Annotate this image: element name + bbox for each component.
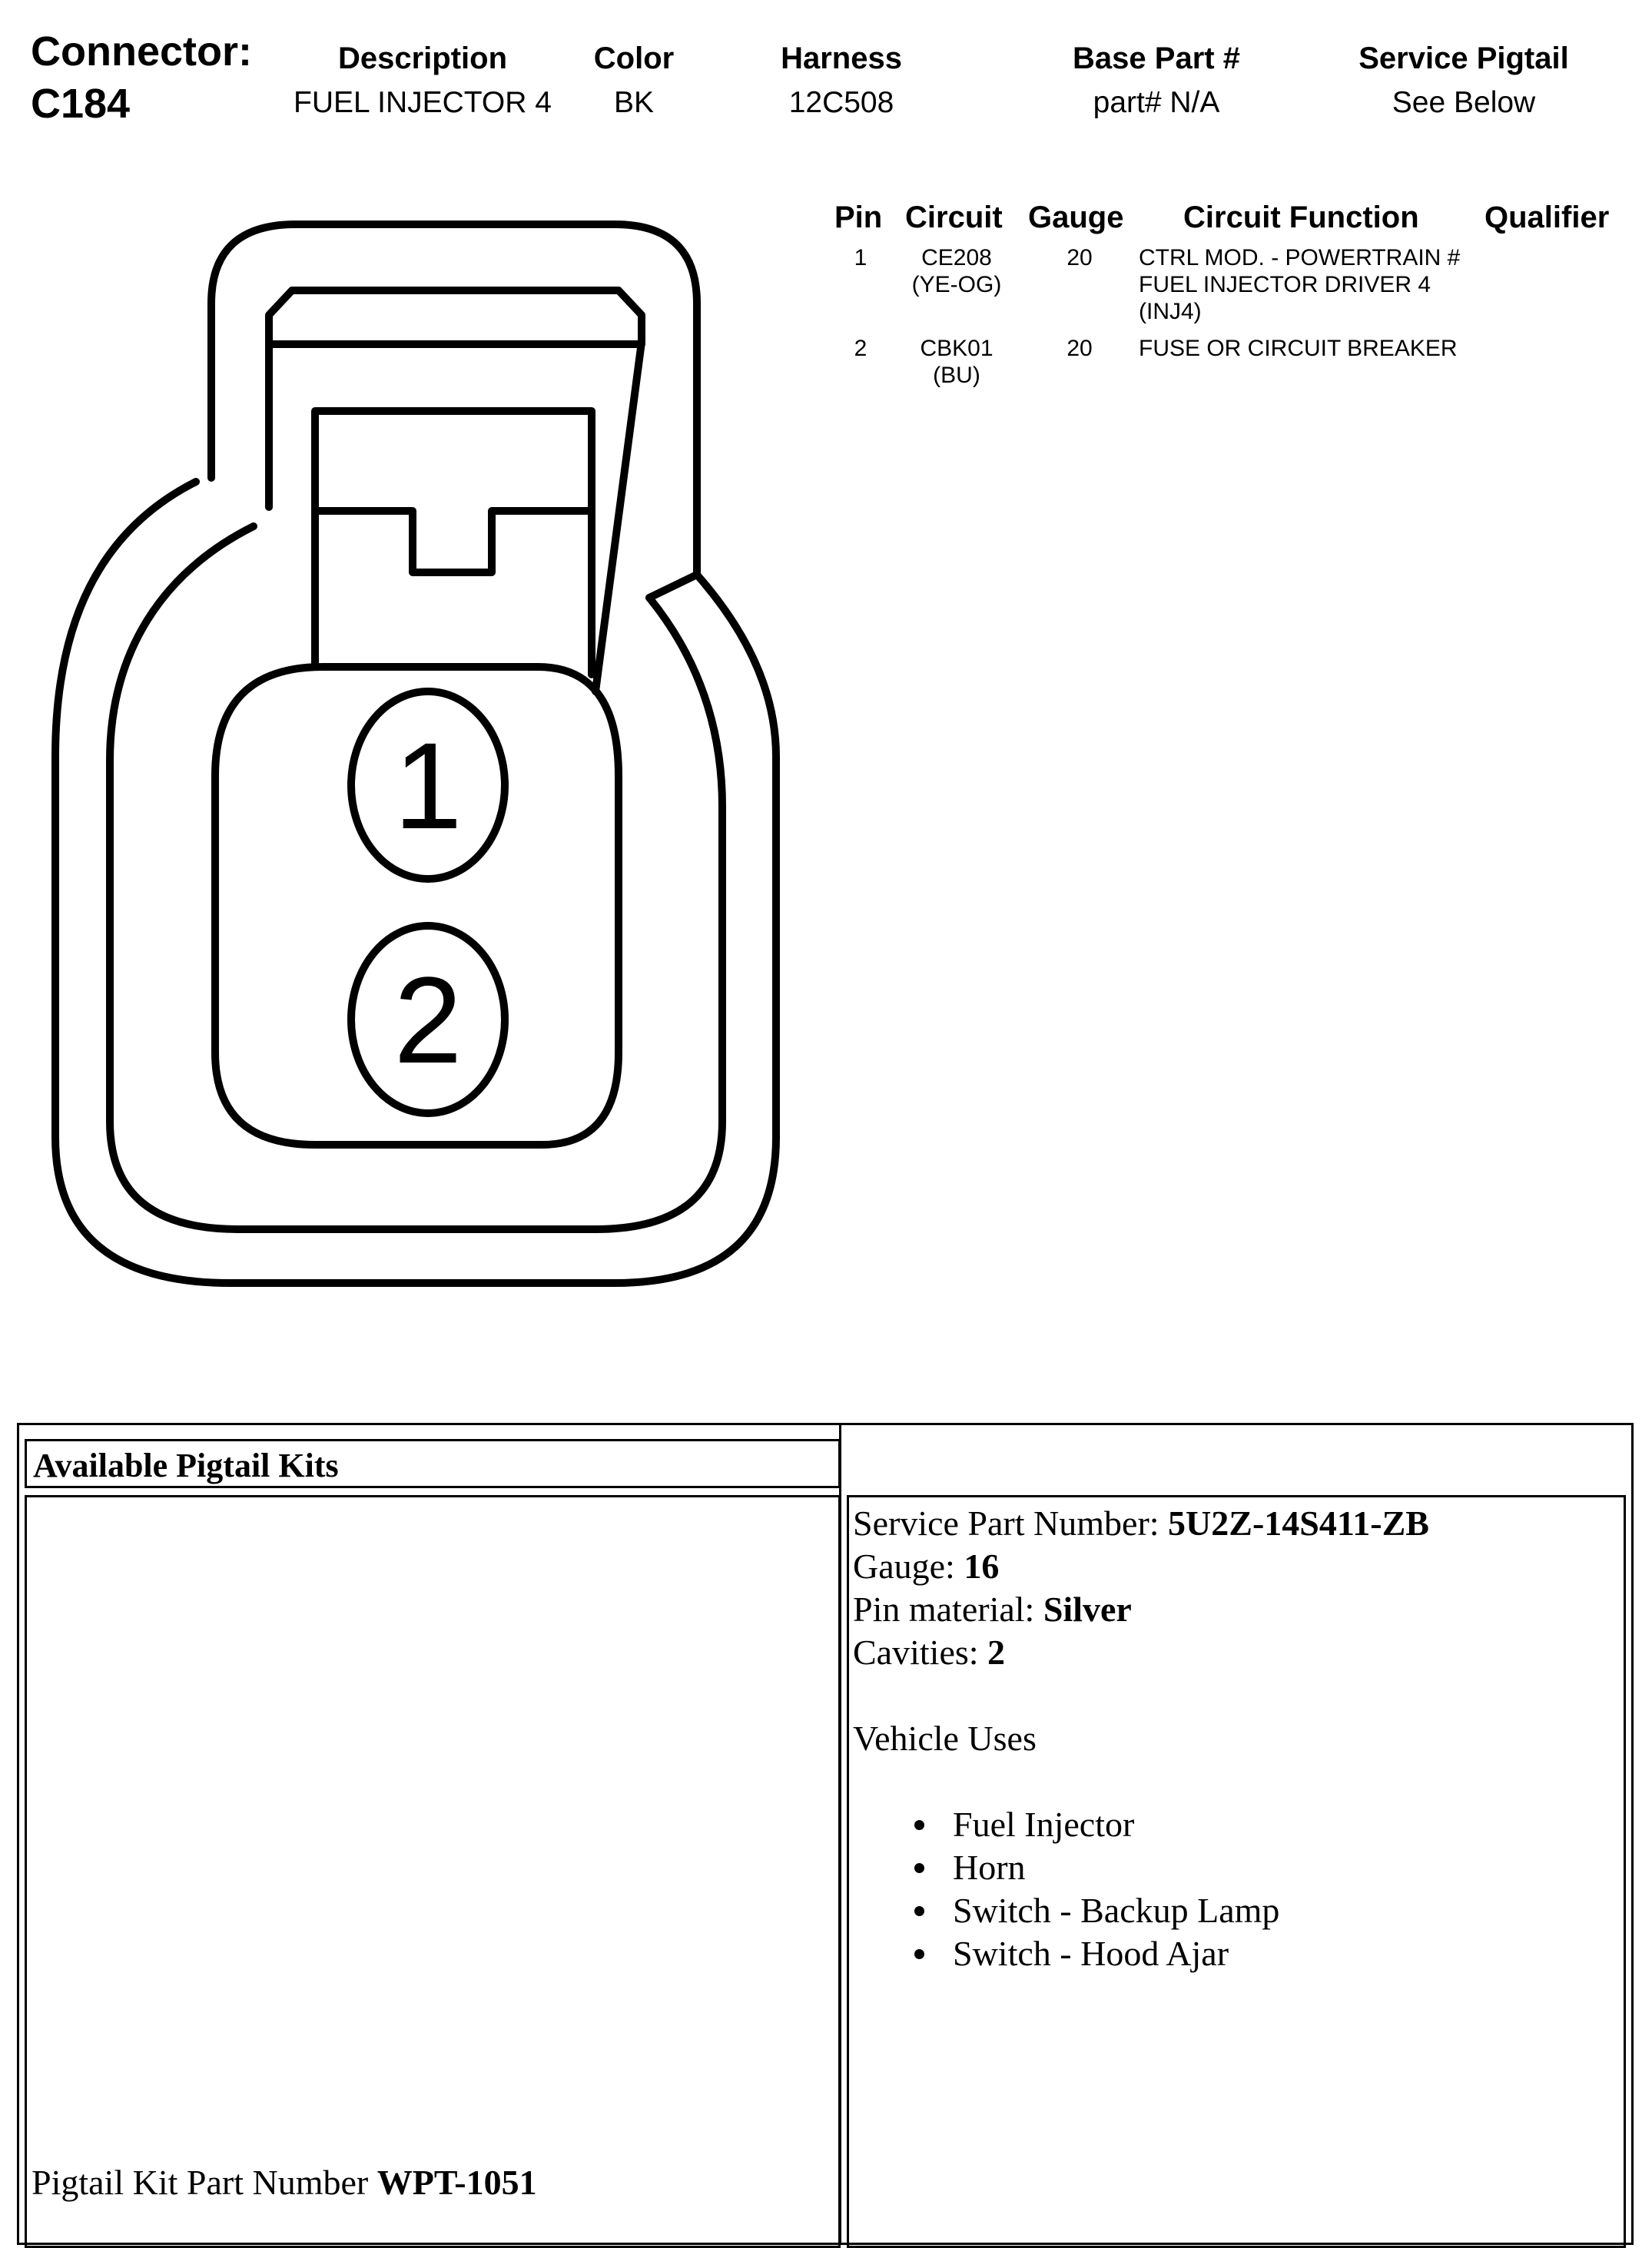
function-column-header: Circuit Function: [1183, 201, 1419, 234]
pin-2-circle: [347, 922, 509, 1117]
header-col-service-pigtail: Service Pigtail See Below: [1306, 43, 1621, 118]
pin-cavity-outline: [211, 663, 622, 1149]
row2-gauge: 20: [1067, 336, 1093, 361]
header-col-color: Color BK: [569, 43, 699, 118]
service-part-label: Service Part Number:: [853, 1504, 1159, 1543]
gauge-column-header: Gauge: [1028, 201, 1124, 234]
body-outer-outline: [51, 478, 780, 1287]
header-col-harness: Harness 12C508: [738, 43, 945, 118]
connector-label: Connector:: [31, 28, 252, 75]
service-part-number: 5U2Z-14S411-ZB: [1168, 1504, 1429, 1543]
service-part-line: Service Part Number: 5U2Z-14S411-ZB: [853, 1502, 1429, 1545]
latch-housing-outline: [207, 220, 701, 602]
harness-header: Harness: [781, 41, 902, 75]
color-value: BK: [613, 86, 655, 119]
description-value: FUEL INJECTOR 4: [294, 86, 552, 119]
row2-function-line1: FUSE OR CIRCUIT BREAKER: [1139, 336, 1458, 361]
qualifier-column-header: Qualifier: [1484, 201, 1610, 234]
latch-rim-outline: [265, 287, 645, 695]
row1-circuit-color: (YE-OG): [911, 272, 1002, 297]
pin-1-label: 1: [394, 717, 463, 854]
cavities-line: Cavities: 2: [853, 1631, 1429, 1674]
color-header: Color: [593, 41, 675, 75]
pin-material-value: Silver: [1043, 1590, 1132, 1629]
description-header: Description: [337, 41, 508, 75]
gauge-value: 16: [964, 1547, 1000, 1586]
gauge-line: Gauge: 16: [853, 1545, 1429, 1588]
pigtail-kit-number: WPT-1051: [377, 2163, 537, 2202]
latch-tab-outline: [311, 407, 595, 678]
circuit-column-header: Circuit: [905, 201, 1003, 234]
pigtail-kit-label: Pigtail Kit Part Number: [32, 2163, 369, 2202]
pin-2-label: 2: [394, 951, 463, 1089]
header-col-base-part: Base Part # part# N/A: [1037, 43, 1275, 118]
pin-material-line: Pin material: Silver: [853, 1588, 1429, 1631]
row2-circuit: CBK01: [920, 336, 994, 361]
service-pigtail-value: See Below: [1392, 86, 1536, 119]
list-item: Fuel Injector: [914, 1803, 1429, 1846]
row1-function-line1: CTRL MOD. - POWERTRAIN #: [1139, 245, 1461, 270]
vehicle-uses-label: Vehicle Uses: [853, 1719, 1037, 1758]
header-col-description: Description FUEL INJECTOR 4: [269, 43, 576, 118]
harness-value: 12C508: [788, 86, 894, 119]
pigtail-image-box: Pigtail Kit Part Number WPT-1051: [25, 1495, 841, 2248]
pigtail-title-box: Available Pigtail Kits: [25, 1439, 841, 1488]
connector-id: C184: [31, 81, 131, 127]
body-inner-outline: [106, 522, 726, 1233]
row1-gauge: 20: [1067, 245, 1093, 270]
pin-column-header: Pin: [834, 201, 883, 234]
pigtail-info-box: Service Part Number: 5U2Z-14S411-ZB Gaug…: [847, 1495, 1626, 2248]
row1-circuit: CE208: [921, 245, 992, 270]
service-pigtail-header: Service Pigtail: [1358, 41, 1569, 75]
row1-function-line2: FUEL INJECTOR DRIVER 4: [1139, 272, 1431, 297]
pin-1-circle: [347, 688, 509, 883]
base-part-value: part# N/A: [1093, 86, 1220, 119]
list-item: Switch - Hood Ajar: [914, 1932, 1429, 1975]
row2-pin: 2: [854, 336, 867, 361]
row1-function-line3: (INJ4): [1139, 299, 1202, 324]
cavities-label: Cavities:: [853, 1633, 979, 1672]
list-item: Horn: [914, 1846, 1429, 1889]
base-part-header: Base Part #: [1073, 41, 1240, 75]
cavities-value: 2: [987, 1633, 1006, 1672]
gauge-label: Gauge:: [853, 1547, 955, 1586]
pigtail-kit-line: Pigtail Kit Part Number WPT-1051: [32, 2161, 537, 2204]
row1-pin: 1: [854, 245, 867, 270]
pigtail-title: Available Pigtail Kits: [33, 1447, 339, 1484]
row2-circuit-color: (BU): [933, 363, 980, 388]
connector-face-diagram: 1 2: [51, 220, 780, 1287]
pin-material-label: Pin material:: [853, 1590, 1035, 1629]
vehicle-uses-list: Fuel Injector Horn Switch - Backup Lamp …: [914, 1803, 1429, 1975]
latch-tab-notch: [311, 507, 595, 576]
list-item: Switch - Backup Lamp: [914, 1889, 1429, 1932]
